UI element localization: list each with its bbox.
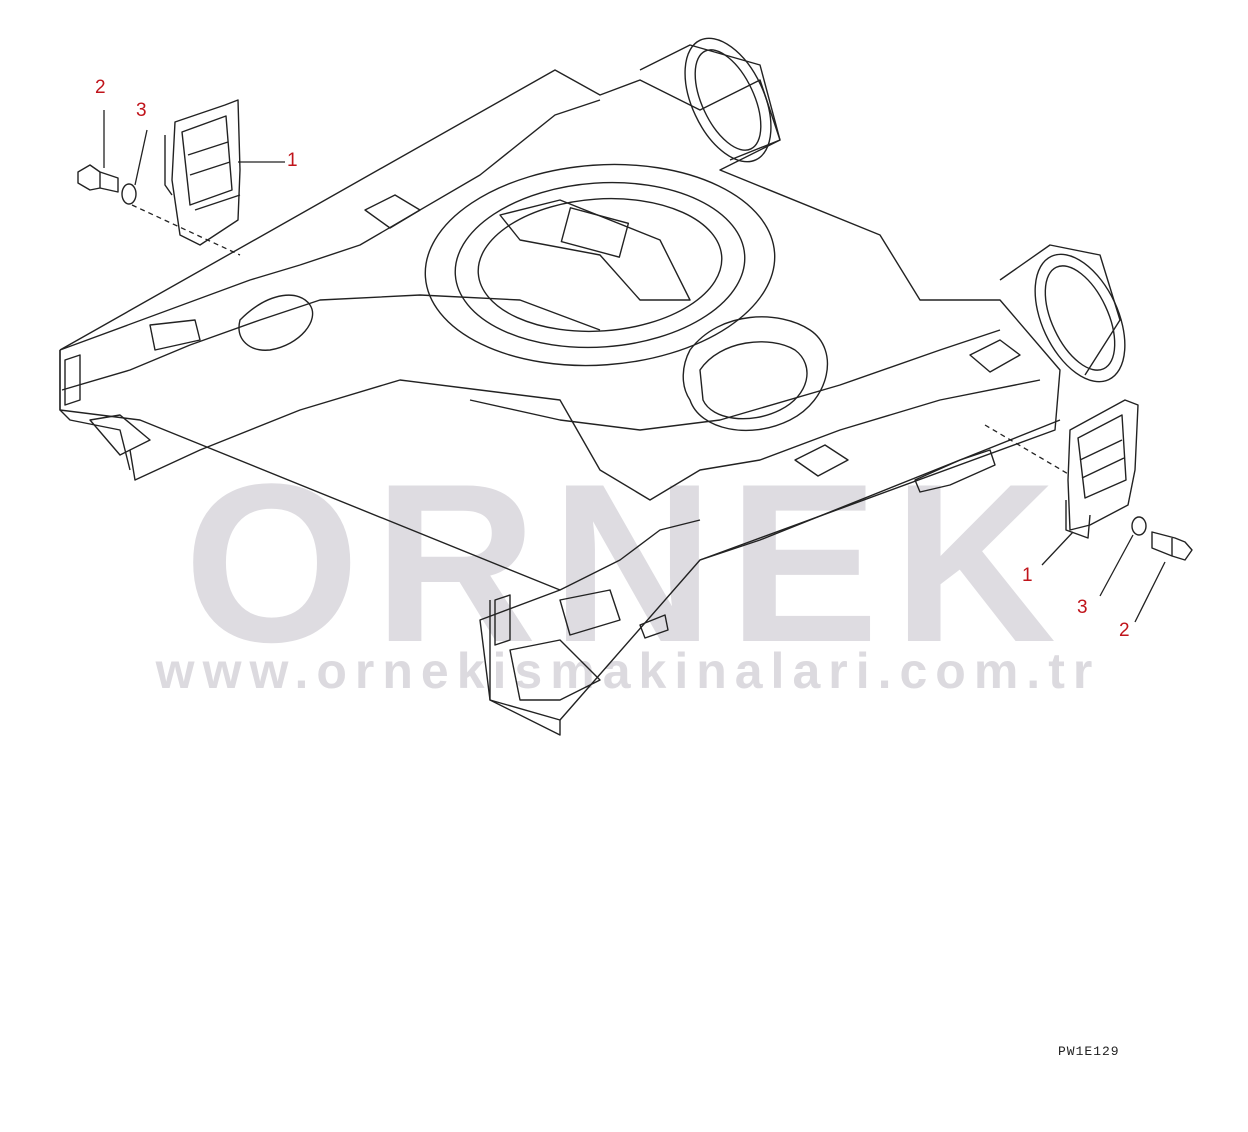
drawing-code: PW1E129	[1058, 1044, 1120, 1059]
left-bolt	[77, 164, 119, 193]
callout-right-1: 1	[1022, 565, 1033, 586]
callout-left-1: 1	[287, 150, 298, 171]
watermark-brand: ORNEK	[183, 436, 1071, 689]
right-bolt	[1151, 531, 1193, 561]
left-washer	[121, 183, 137, 205]
left-step	[164, 99, 241, 246]
rear-wheel-housings	[639, 37, 1126, 383]
right-step	[1065, 399, 1139, 539]
callout-left-2: 2	[95, 77, 106, 98]
swing-circle	[424, 163, 776, 367]
callout-right-2: 2	[1119, 620, 1130, 641]
track-frame	[59, 69, 1061, 736]
right-washer	[1131, 516, 1147, 536]
leader-lines	[103, 110, 1166, 623]
callout-left-3: 3	[136, 100, 147, 121]
callout-right-3: 3	[1077, 597, 1088, 618]
watermark-url: www.ornekismakinalari.com.tr	[155, 643, 1101, 699]
